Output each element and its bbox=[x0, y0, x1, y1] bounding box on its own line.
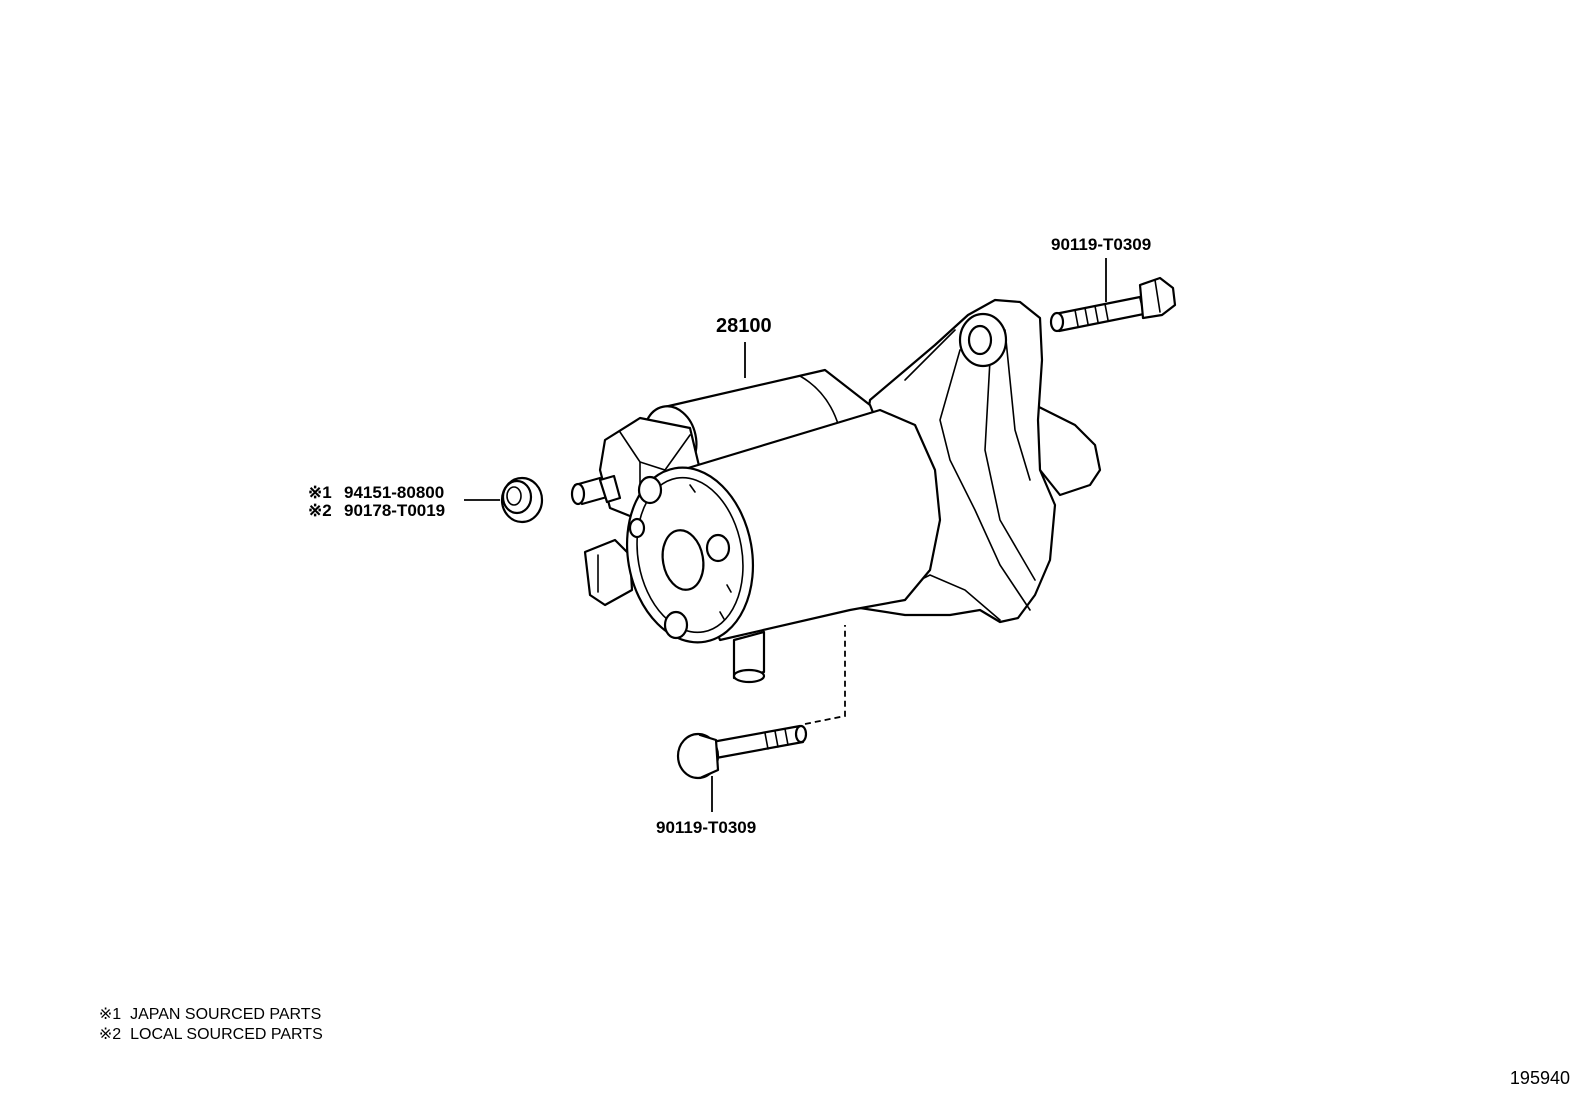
label-nut-japan: 94151-80800 bbox=[344, 483, 444, 502]
label-starter: 28100 bbox=[716, 315, 772, 337]
legend-text-1: JAPAN SOURCED PARTS bbox=[130, 1006, 322, 1023]
diagram-id: 195940 bbox=[1509, 1068, 1570, 1088]
starter-motor-assembly[interactable] bbox=[570, 298, 1102, 684]
legend-marker-2: ※2 bbox=[98, 1026, 122, 1043]
bolt-lower[interactable] bbox=[676, 724, 808, 780]
bolt-upper[interactable] bbox=[1049, 276, 1177, 333]
legend-text-2: LOCAL SOURCED PARTS bbox=[130, 1026, 323, 1043]
label-bolt-lower: 90119-T0309 bbox=[656, 818, 756, 837]
nut[interactable] bbox=[500, 476, 544, 524]
legend-line-2: ※2 LOCAL SOURCED PARTS bbox=[90, 1006, 323, 1044]
legend-line-1: ※1 JAPAN SOURCED PARTS bbox=[90, 986, 321, 1024]
legend-marker-1: ※1 bbox=[98, 1006, 122, 1023]
label-nut-japan-marker: ※1 bbox=[308, 483, 332, 502]
label-bolt-upper: 90119-T0309 bbox=[1051, 235, 1151, 254]
label-nut-local-marker: ※2 bbox=[308, 501, 332, 520]
label-nut-local: 90178-T0019 bbox=[344, 501, 445, 520]
